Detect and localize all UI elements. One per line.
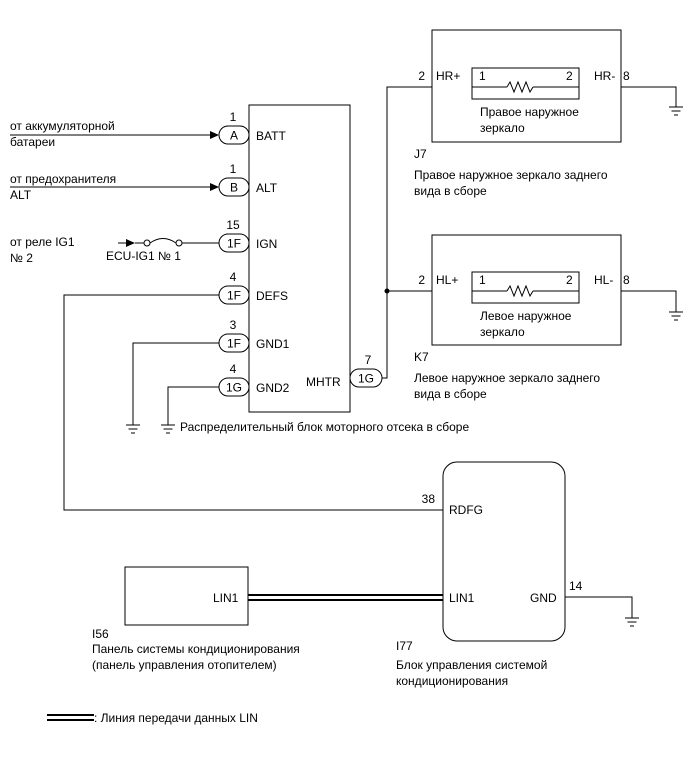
connector-1f-defs-label: 1F [227,289,241,303]
ac-ecu-lin-name: LIN1 [449,591,475,605]
connector-1g-mhtr-label: 1G [358,372,374,386]
pin-ign-name: IGN [256,237,277,251]
mirror-left-caption-line1: Левое наружное зеркало заднего [414,371,600,385]
mirror-left-inner-line1: Левое наружное [480,309,572,323]
ac-ecu-box [442,461,566,642]
legend-lin-symbol [47,714,94,721]
connector-a-label: A [230,129,238,143]
ac-ecu-gnd-name: GND [530,591,557,605]
mirror-right-inner-line2: зеркало [480,121,525,135]
mirror-left-pin-out-number: 8 [623,273,630,287]
mirror-right-pin-in-number: 2 [418,69,425,83]
ign-arrow [118,239,135,247]
source-alt-line2: ALT [10,188,32,202]
connector-b [218,177,250,197]
pin-defs-name: DEFS [256,289,288,303]
mirror-right-caption-line1: Правое наружное зеркало заднего [414,168,608,182]
pin-gnd1-name: GND1 [256,337,290,351]
mirror-left-pin-in-name: HL+ [436,273,458,287]
source-alt-line1: от предохранителя [10,172,116,186]
connector-1g-gnd2-label: 1G [226,381,242,395]
ground-symbol-ac-ecu [625,617,639,627]
defs-to-rdfg-wire [63,294,443,511]
junction-block-label: Распределительный блок моторного отсека … [180,420,469,434]
connector-1f-ign [218,233,250,253]
mirror-right-heater-box [471,67,580,100]
ac-panel-lin-name: LIN1 [213,591,239,605]
mirror-left-id: K7 [414,350,429,364]
mirror-right-pin-in-name: HR+ [436,69,460,83]
ac-panel-box [124,566,249,626]
mirror-right-box [431,29,622,143]
source-batt-line1: от аккумуляторной [10,119,115,133]
pin-gnd1-number: 3 [230,318,237,332]
mirror-left-heater-pin-left: 1 [479,273,486,287]
mhtr-to-mirrors-wire [382,86,432,379]
source-ign-line2: № 2 [10,251,33,265]
mirror-left-heater-box [471,271,580,304]
mirror-left-box [431,234,622,346]
fuse-label: ECU-IG1 № 1 [106,249,181,263]
mirror-right-gnd-wire [621,86,677,107]
ac-ecu-caption-line1: Блок управления системой [396,658,547,672]
mirror-right-pin-out-name: HR- [594,69,615,83]
pin-gnd2-name: GND2 [256,381,290,395]
connector-b-label: B [230,181,238,195]
ac-panel-id: I56 [92,627,109,641]
mirror-left-gnd-wire [621,290,677,312]
mirror-left-heater-pin-right: 2 [566,273,573,287]
pin-defs-number: 4 [230,270,237,284]
source-ign-line1: от реле IG1 [10,235,75,249]
pin-batt-name: BATT [256,129,286,143]
pin-batt-number: 1 [230,110,237,124]
mirror-left-caption-line2: вида в сборе [414,387,487,401]
pin-gnd2-number: 4 [230,362,237,376]
mirror-right-inner-line1: Правое наружное [480,105,579,119]
gnd2-wire [167,386,219,425]
ac-ecu-gnd-wire [565,596,633,618]
ac-ecu-id: I77 [396,639,413,653]
alt-arrow [10,183,219,191]
mirror-left-inner-line2: зеркало [480,325,525,339]
ground-symbol-mirror-right [669,106,683,116]
pin-mhtr-name: MHTR [306,375,341,389]
pin-alt-number: 1 [230,162,237,176]
fuse-symbol [135,238,219,247]
mirror-left-pin-in-number: 2 [418,273,425,287]
ac-ecu-rdfg-number: 38 [422,492,436,506]
connector-1f-ign-label: 1F [227,237,241,251]
ac-ecu-rdfg-name: RDFG [449,503,483,517]
mirror-right-pin-out-number: 8 [623,69,630,83]
ac-panel-caption-line2: (панель управления отопителем) [92,658,277,672]
mirror-left-pin-out-name: HL- [594,273,613,287]
junction-block-box [248,104,351,413]
ac-panel-caption-line1: Панель системы кондиционирования [92,642,300,656]
source-batt-line2: батареи [10,135,55,149]
mirror-right-resistor-icon [506,80,534,94]
mirror-right-caption-line2: вида в сборе [414,184,487,198]
mirror-right-heater-pin-left: 1 [479,69,486,83]
connector-a [218,125,250,145]
connector-1f-gnd1-label: 1F [227,337,241,351]
ground-symbol-gnd1 [126,424,140,434]
mirror-right-heater-pin-right: 2 [566,69,573,83]
pin-mhtr-number: 7 [365,353,372,367]
gnd1-wire [132,342,219,425]
ac-ecu-gnd-number: 14 [569,579,583,593]
mirror-right-id: J7 [414,147,427,161]
pin-alt-name: ALT [256,181,278,195]
ac-ecu-caption-line2: кондиционирования [396,674,508,688]
ground-symbol-gnd2 [161,424,175,434]
mirror-left-resistor-icon [506,284,534,298]
ground-symbol-mirror-left [669,311,683,321]
lin-bus-line [248,594,443,601]
batt-arrow [10,131,219,139]
pin-ign-number: 15 [226,218,240,232]
legend-label: : Линия передачи данных LIN [94,711,258,725]
